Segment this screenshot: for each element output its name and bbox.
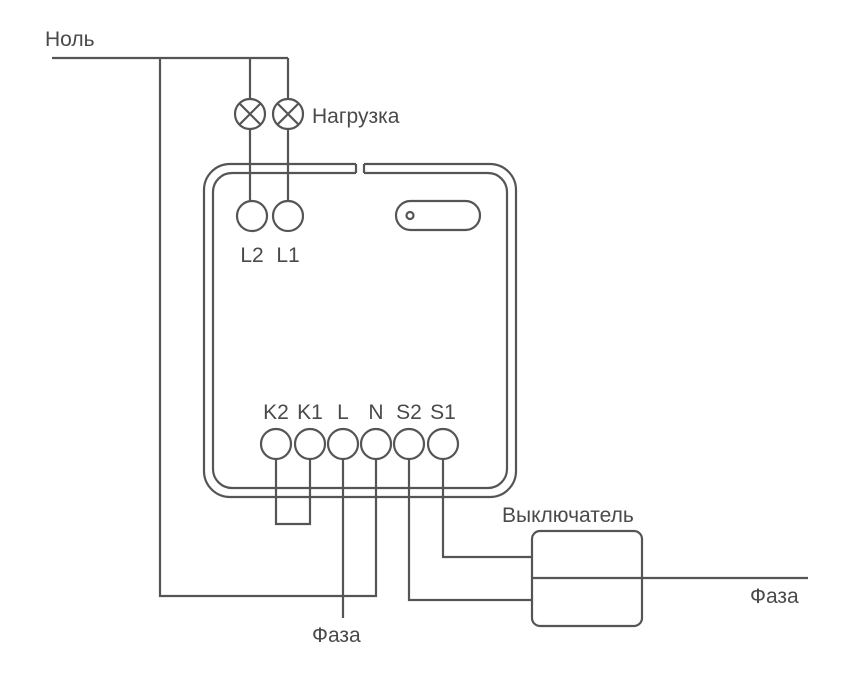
terminal-label-s2: S2 (396, 401, 422, 424)
terminal-l (326, 427, 360, 461)
case-notch (356, 160, 364, 177)
terminal-label-k1: K1 (297, 401, 323, 424)
terminal-label-s1: S1 (430, 401, 456, 424)
label-phase-bottom: Фаза (312, 624, 361, 647)
terminal-label-k2: K2 (263, 401, 289, 424)
terminal-label-l: L (337, 401, 349, 424)
s2-wire (407, 458, 532, 602)
terminal-s2 (392, 427, 426, 461)
terminal-l1 (271, 199, 305, 233)
load-lamp-1 (233, 97, 267, 131)
terminal-label-l1: L1 (276, 244, 299, 267)
terminal-k1 (293, 427, 327, 461)
k2-k1-jumper (274, 458, 312, 526)
terminal-label-n: N (368, 401, 383, 424)
s1-wire (441, 458, 532, 559)
terminal-n (359, 427, 393, 461)
terminal-label-l2: L2 (240, 244, 263, 267)
label-switch: Выключатель (502, 504, 634, 527)
label-load: Нагрузка (312, 105, 400, 128)
load-lamp-2 (271, 97, 305, 131)
terminal-s1 (426, 427, 460, 461)
label-phase-right: Фаза (750, 585, 799, 608)
label-neutral: Ноль (45, 28, 95, 51)
load-feed-wires (248, 58, 290, 98)
terminal-l2 (235, 199, 269, 233)
terminal-k2 (259, 427, 293, 461)
relay-button (394, 199, 482, 232)
neutral-wire (52, 56, 378, 598)
